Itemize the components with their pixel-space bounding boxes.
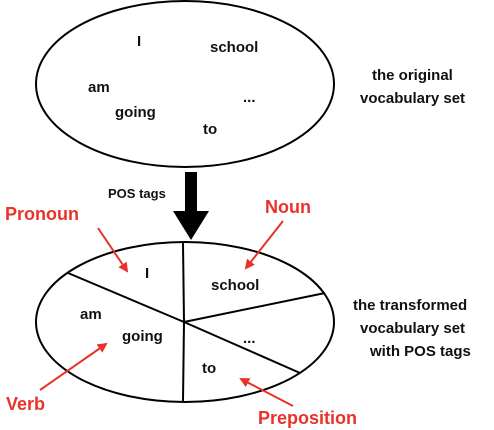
- word-i: I: [137, 33, 141, 50]
- transform-arrow: [173, 172, 209, 240]
- pos-tags-label: POS tags: [108, 186, 166, 201]
- word-going: going: [115, 104, 156, 121]
- word-am: am: [88, 79, 110, 96]
- pronoun-pointer-arrow: [97, 227, 129, 273]
- pronoun-label: Pronoun: [5, 204, 79, 224]
- word-ellipsis: ...: [243, 89, 256, 106]
- word-ellipsis-bottom: ...: [243, 330, 256, 347]
- verb-pointer-arrow: [39, 342, 108, 391]
- preposition-pointer-arrow: [239, 378, 294, 407]
- transformed-caption-line-3: with POS tags: [369, 343, 471, 360]
- word-going-verb: going: [122, 328, 163, 345]
- original-vocabulary-ellipse: [35, 0, 335, 168]
- transformed-vocabulary-ellipse: [35, 241, 335, 403]
- word-to-preposition: to: [202, 360, 216, 377]
- original-caption-line-1: the original: [372, 67, 453, 84]
- noun-label: Noun: [265, 197, 311, 217]
- transformed-caption-line-1: the transformed: [353, 297, 467, 314]
- word-school: school: [210, 39, 258, 56]
- transformed-caption-line-2: vocabulary set: [360, 320, 465, 337]
- original-caption-line-2: vocabulary set: [360, 90, 465, 107]
- word-i-pronoun: I: [145, 265, 149, 282]
- word-am-verb: am: [80, 306, 102, 323]
- verb-label: Verb: [6, 394, 45, 414]
- preposition-label: Preposition: [258, 408, 357, 428]
- noun-pointer-arrow: [244, 220, 284, 270]
- word-to: to: [203, 121, 217, 138]
- partition-lines: [67, 242, 326, 402]
- word-school-noun: school: [211, 277, 259, 294]
